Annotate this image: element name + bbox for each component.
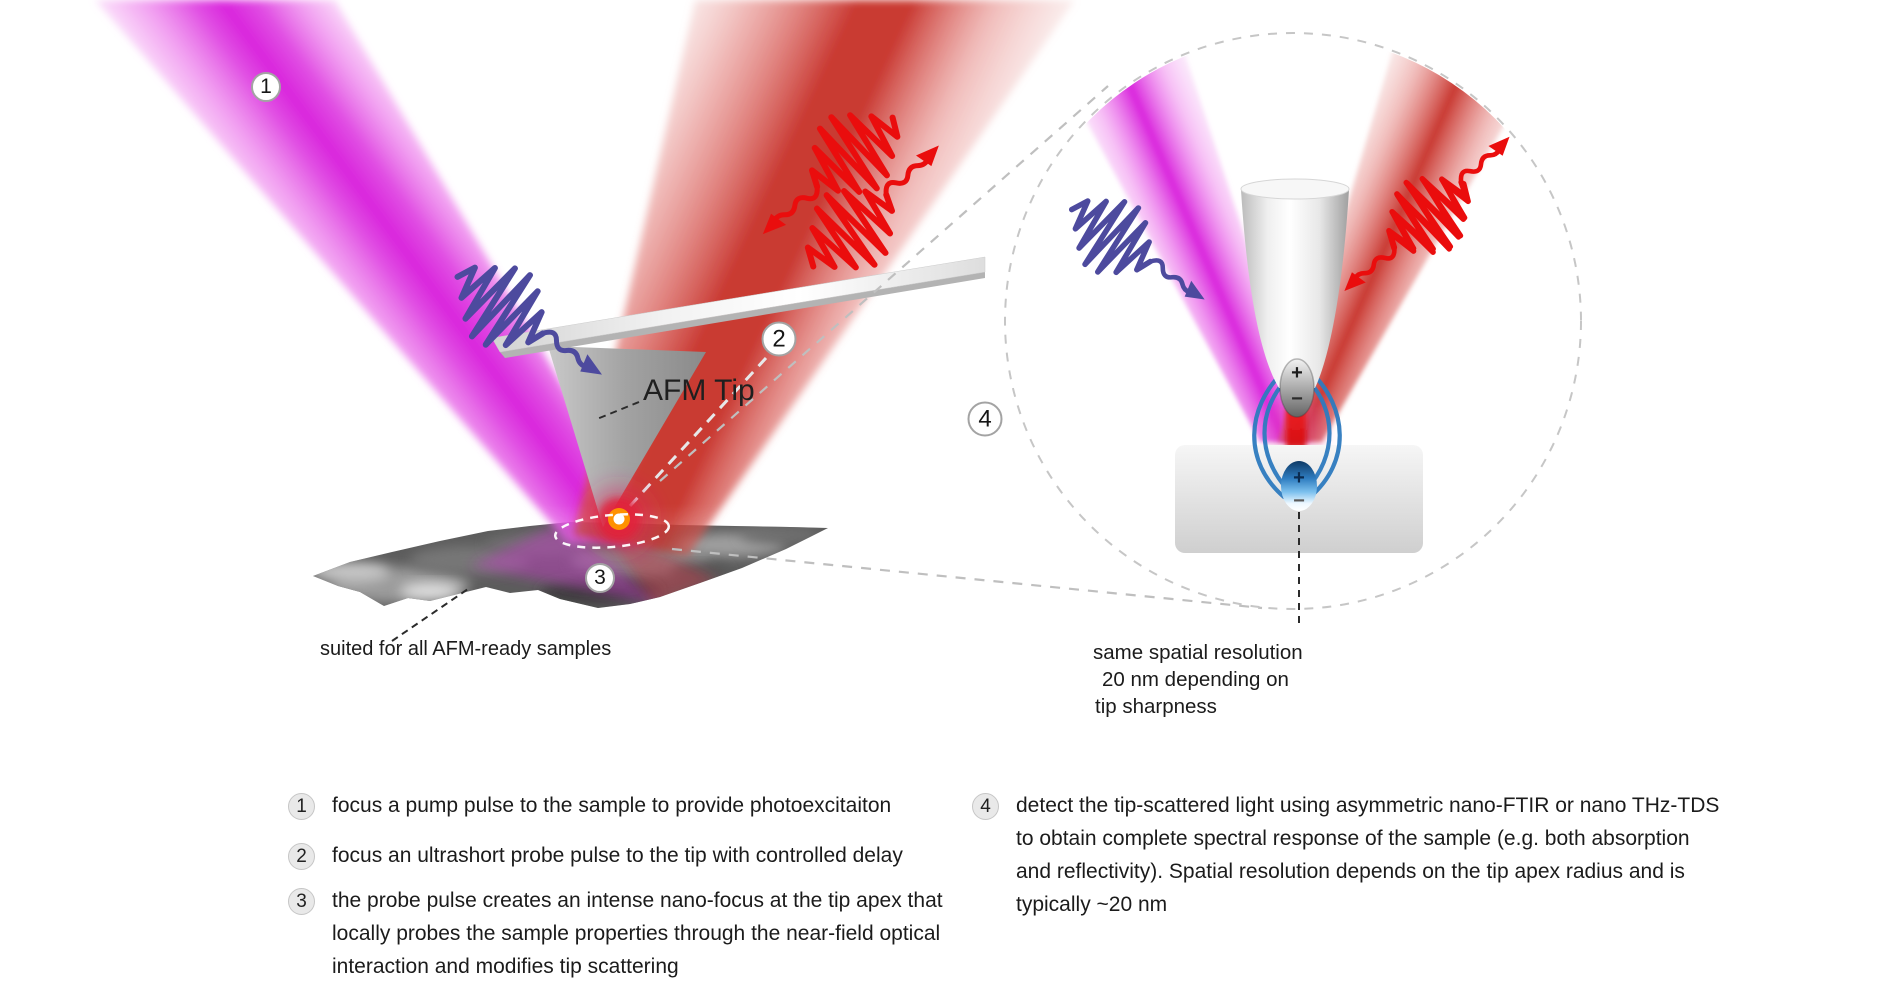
tip-dipole-ellipse [1279,358,1315,418]
afm-tip-label: AFM Tip [643,374,755,407]
legend-marker-4: 4 [972,793,999,820]
legend-marker-2: 2 [288,843,315,870]
legend-text-line: interaction and modifies tip scattering [332,955,679,978]
magnifier-dashed-circle [1004,32,1582,610]
legend-text-line: and reflectivity). Spatial resolution de… [1016,860,1685,883]
legend-text-line: focus an ultrashort probe pulse to the t… [332,844,903,867]
hotspot-dashed-ellipse [553,513,671,549]
sample-charge-plus: + [1293,467,1305,489]
inset-note-line: 20 nm depending on [1102,668,1289,691]
pump-beam [95,0,656,543]
nano-focus-glow [553,473,671,565]
sample-note-label: suited for all AFM-ready samples [320,638,612,660]
afm-tip-callout-line [596,401,640,420]
sample-note-callout-line [391,588,469,642]
inset-pump-beam [1038,35,1312,442]
afm-tip-pyramid [548,346,706,527]
sample-charge-minus: − [1293,490,1305,512]
legend-item-4: 4 detect the tip-scattered light using a… [972,789,1752,921]
sample-mirror-charge [1281,461,1317,511]
tip-charge-plus: + [1291,362,1303,384]
probe-path-dashed-line [628,356,768,508]
inset-note-label: same spatial resolution 20 nm depending … [1093,639,1303,720]
inset-note-line: tip sharpness [1095,695,1217,718]
legend-item-1: 1 focus a pump pulse to the sample to pr… [288,789,968,822]
legend-text-line: the probe pulse creates an intense nano-… [332,889,943,912]
inset-note-line: same spatial resolution [1093,641,1303,664]
marker-2: 2 [761,321,797,357]
legend-item-3: 3 the probe pulse creates an intense nan… [288,884,988,983]
nano-focus-streak [1286,408,1306,448]
tip-charge-minus: − [1291,388,1303,410]
legend-marker-3: 3 [288,888,315,915]
legend-text-line: detect the tip-scattered light using asy… [1016,794,1720,817]
marker-1: 1 [251,72,281,102]
cantilever [491,256,986,358]
legend-text-line: locally probes the sample properties thr… [332,922,941,945]
inset-tip-cone [1240,178,1350,418]
marker-3: 3 [585,563,615,593]
legend-text-line: typically ~20 nm [1016,893,1168,916]
marker-4: 4 [967,401,1003,437]
legend-marker-1: 1 [288,793,315,820]
legend-text-line: to obtain complete spectral response of … [1016,827,1690,850]
legend-item-2: 2 focus an ultrashort probe pulse to the… [288,839,968,872]
probe-beam [574,0,1075,556]
legend-text-line: focus a pump pulse to the sample to prov… [332,794,892,817]
magnifier-connector-bottom [671,547,1263,610]
magnifier-connector-top [659,85,1109,482]
